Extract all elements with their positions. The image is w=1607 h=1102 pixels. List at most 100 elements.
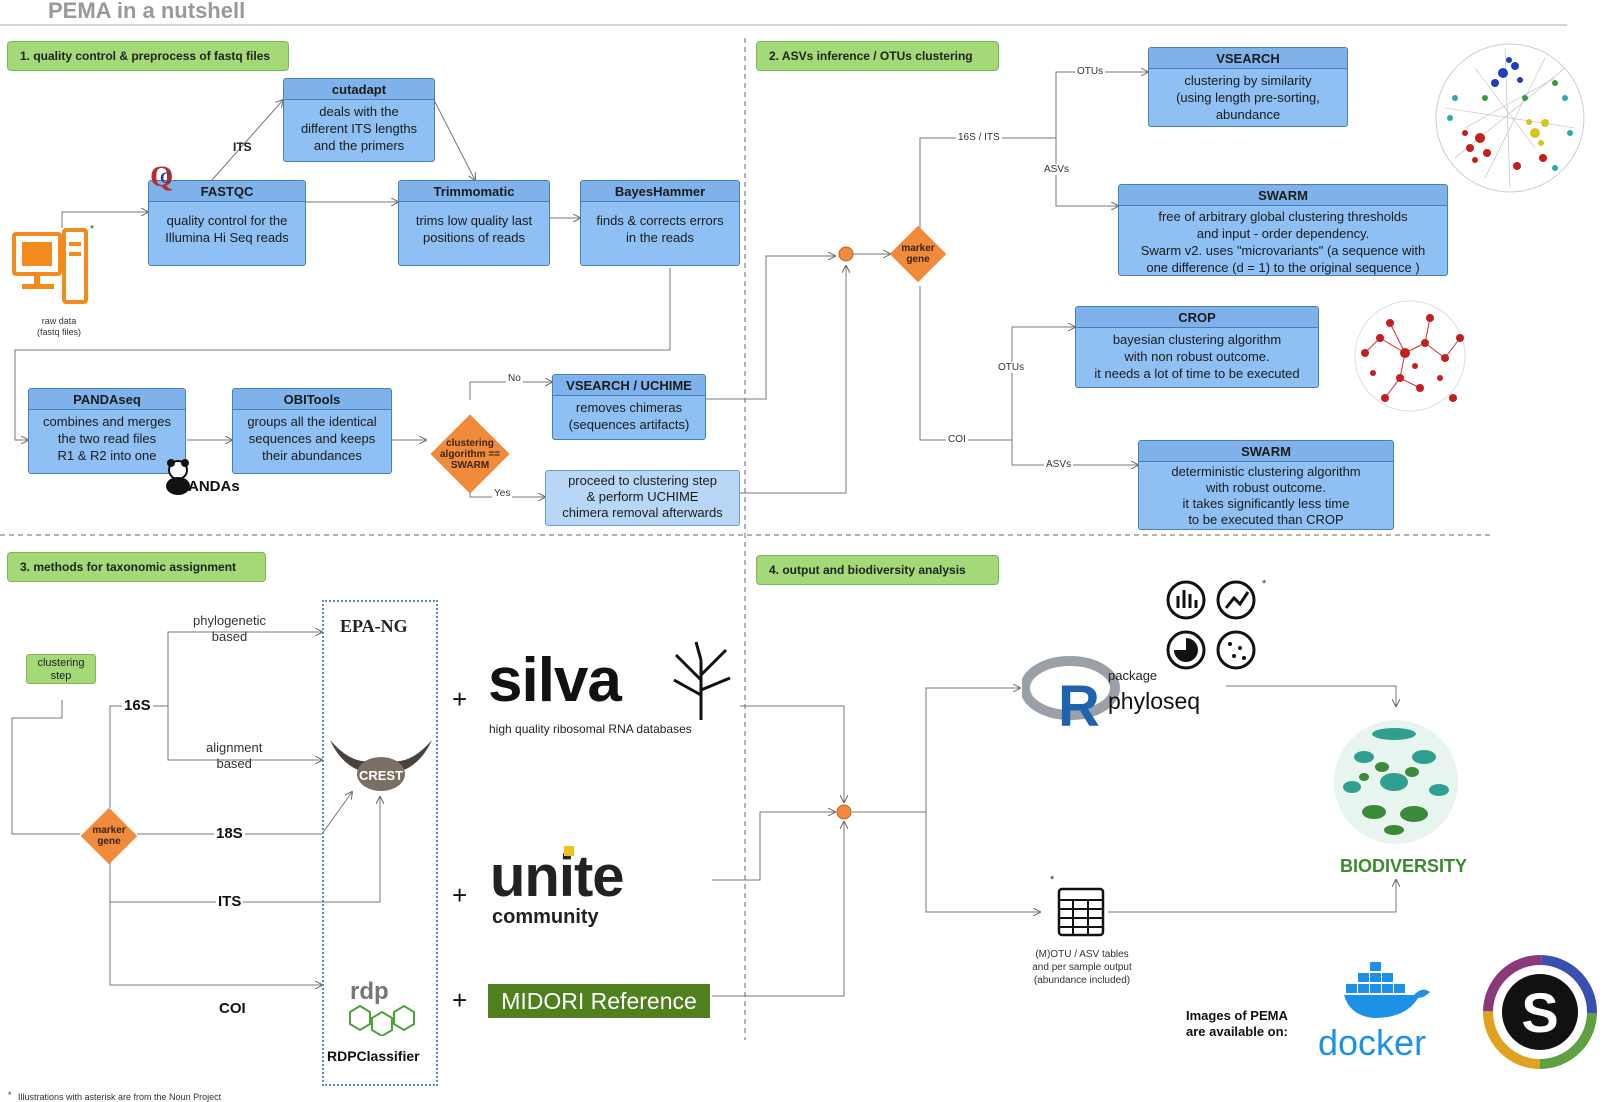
rdpclassifier-label: RDPClassifier <box>327 1048 420 1064</box>
docker-label: docker <box>1318 1022 1427 1063</box>
unite-subtitle: community <box>492 906 599 928</box>
crest-logo-icon: CREST <box>330 740 432 791</box>
obitools-box: OBITools groups all the identical sequen… <box>232 388 392 474</box>
edge-label-yes: Yes <box>492 488 513 499</box>
asterisk-table: * <box>1050 874 1055 886</box>
fastqc-desc: quality control for the Illumina Hi Seq … <box>165 213 289 245</box>
marker-gene-text-top: marker gene <box>901 243 935 265</box>
gene-label-16s: 16S <box>122 697 153 714</box>
rdp-hexagon-icon <box>349 1004 415 1036</box>
vsearch-title: VSEARCH <box>1149 48 1347 69</box>
clustering-decision-text: clustering algorithm == SWARM <box>439 437 500 471</box>
edge-label-asvs-top: ASVs <box>1042 164 1072 175</box>
swarm1-box: SWARM free of arbitrary global clusterin… <box>1118 184 1448 276</box>
pandaseq-title: PANDAseq <box>29 389 185 410</box>
vsearch-box: VSEARCH clustering by similarity (using … <box>1148 47 1348 127</box>
uchime-box: VSEARCH / UCHIME removes chimeras (seque… <box>552 374 706 440</box>
edge-label-16s-its: 16S / ITS <box>956 132 1002 143</box>
junction-dot-top <box>838 246 854 262</box>
plus-unite: + <box>452 880 468 910</box>
r-letter: R <box>1058 674 1100 730</box>
edge-label-asvs-bottom: ASVs <box>1044 459 1074 470</box>
biodiversity-label: BIODIVERSITY <box>1340 856 1468 876</box>
align-label: alignment based <box>206 740 263 771</box>
bayeshammer-box: BayesHammer finds & corrects errors in t… <box>580 180 740 266</box>
crop-box: CROP bayesian clustering algorithm with … <box>1075 306 1319 388</box>
crest-text: CREST <box>359 768 403 783</box>
analytics-icons <box>1166 580 1256 670</box>
r-package-label: package <box>1108 668 1158 683</box>
singularity-letter: S <box>1521 981 1558 1044</box>
section-label-3: 3. methods for taxonomic assignment <box>7 552 266 582</box>
gene-label-its: ITS <box>216 893 244 910</box>
clustering-step-label: clustering step <box>26 654 96 684</box>
docker-whale-icon <box>1344 962 1430 1018</box>
marker-gene-decision-bottom: marker gene <box>80 807 138 865</box>
section-label-1: 1. quality control & preprocess of fastq… <box>7 41 289 71</box>
swarm2-box: SWARM deterministic clustering algorithm… <box>1138 440 1394 530</box>
vsearch-desc: clustering by similarity (using length p… <box>1166 73 1330 126</box>
uchime-title: VSEARCH / UCHIME <box>553 375 705 396</box>
edge-label-its: ITS <box>233 140 252 154</box>
proceed-desc: proceed to clustering step & perform UCH… <box>562 473 723 520</box>
fastqc-logo-icon: Q <box>150 160 174 193</box>
edge-label-no: No <box>506 373 523 384</box>
footnote-text: Illustrations with asterisk are from the… <box>18 1092 222 1102</box>
gene-label-coi: COI <box>217 1000 248 1017</box>
bayeshammer-desc: finds & corrects errors in the reads <box>596 213 724 245</box>
asterisk-analytics: * <box>1262 578 1267 590</box>
uchime-desc: removes chimeras (sequences artifacts) <box>568 400 690 432</box>
unite-dot-icon <box>564 846 574 856</box>
page-title: PEMA in a nutshell <box>48 0 246 23</box>
midori-logo: MIDORI Reference <box>488 984 710 1018</box>
unite-logo-text: unite <box>490 844 625 909</box>
plus-midori: + <box>452 985 468 1015</box>
trimmomatic-title: Trimmomatic <box>399 181 549 202</box>
swarm2-title: SWARM <box>1139 441 1393 462</box>
biodiversity-globe-icon <box>1334 720 1458 844</box>
clustering-decision: clustering algorithm == SWARM <box>428 412 512 496</box>
cluster-graph-icon <box>1354 300 1466 412</box>
asterisk-computer: * <box>90 224 94 235</box>
table-icon <box>1057 887 1105 937</box>
marker-gene-text-bottom: marker gene <box>92 825 126 847</box>
obitools-title: OBITools <box>233 389 391 410</box>
edge-label-otus-mid: OTUs <box>996 362 1027 373</box>
svg-text:ANDAseq: ANDAseq <box>188 478 240 495</box>
bayeshammer-title: BayesHammer <box>581 181 739 202</box>
fastqc-box: FASTQC quality control for the Illumina … <box>148 180 306 266</box>
phylo-label: phylogenetic based <box>193 613 266 644</box>
swarm1-title: SWARM <box>1119 185 1447 206</box>
section-label-4: 4. output and biodiversity analysis <box>756 555 999 585</box>
trimmomatic-desc: trims low quality last positions of read… <box>415 213 533 245</box>
computer-icon <box>12 228 88 304</box>
silva-tree-icon <box>673 641 731 720</box>
cutadapt-desc: deals with the different ITS lengths and… <box>300 104 418 153</box>
obitools-desc: groups all the identical sequences and k… <box>247 414 377 463</box>
phyloseq-label: phyloseq <box>1108 688 1201 714</box>
raw-data-label: raw data (fastq files) <box>36 316 81 337</box>
crop-desc: bayesian clustering algorithm with non r… <box>1094 332 1300 381</box>
r-logo-icon: R <box>1022 656 1120 730</box>
cutadapt-box: cutadapt deals with the different ITS le… <box>283 78 435 162</box>
footnote-asterisk: * <box>8 1090 12 1100</box>
edge-label-otus-top: OTUs <box>1075 66 1106 77</box>
trimmomatic-box: Trimmomatic trims low quality last posit… <box>398 180 550 266</box>
proceed-box: proceed to clustering step & perform UCH… <box>545 470 740 526</box>
network-graph-icon <box>1435 43 1585 193</box>
pandaseq-box: PANDAseq combines and merges the two rea… <box>28 388 186 474</box>
pandaseq-logo-icon: ANDAseq <box>160 458 257 498</box>
swarm2-desc: deterministic clustering algorithm with … <box>1171 464 1361 527</box>
crop-title: CROP <box>1076 307 1318 328</box>
tables-label: (M)OTU / ASV tables and per sample outpu… <box>1032 949 1132 986</box>
silva-subtitle: high quality ribosomal RNA databases <box>489 722 692 736</box>
cutadapt-title: cutadapt <box>284 79 434 100</box>
swarm1-desc: free of arbitrary global clustering thre… <box>1140 209 1426 275</box>
silva-logo-text: silva <box>488 646 622 715</box>
epang-label: EPA-NG <box>340 616 408 636</box>
edge-label-coi: COI <box>946 434 968 445</box>
pandaseq-desc: combines and merges the two read files R… <box>43 414 171 463</box>
marker-gene-decision-top: marker gene <box>889 225 947 283</box>
